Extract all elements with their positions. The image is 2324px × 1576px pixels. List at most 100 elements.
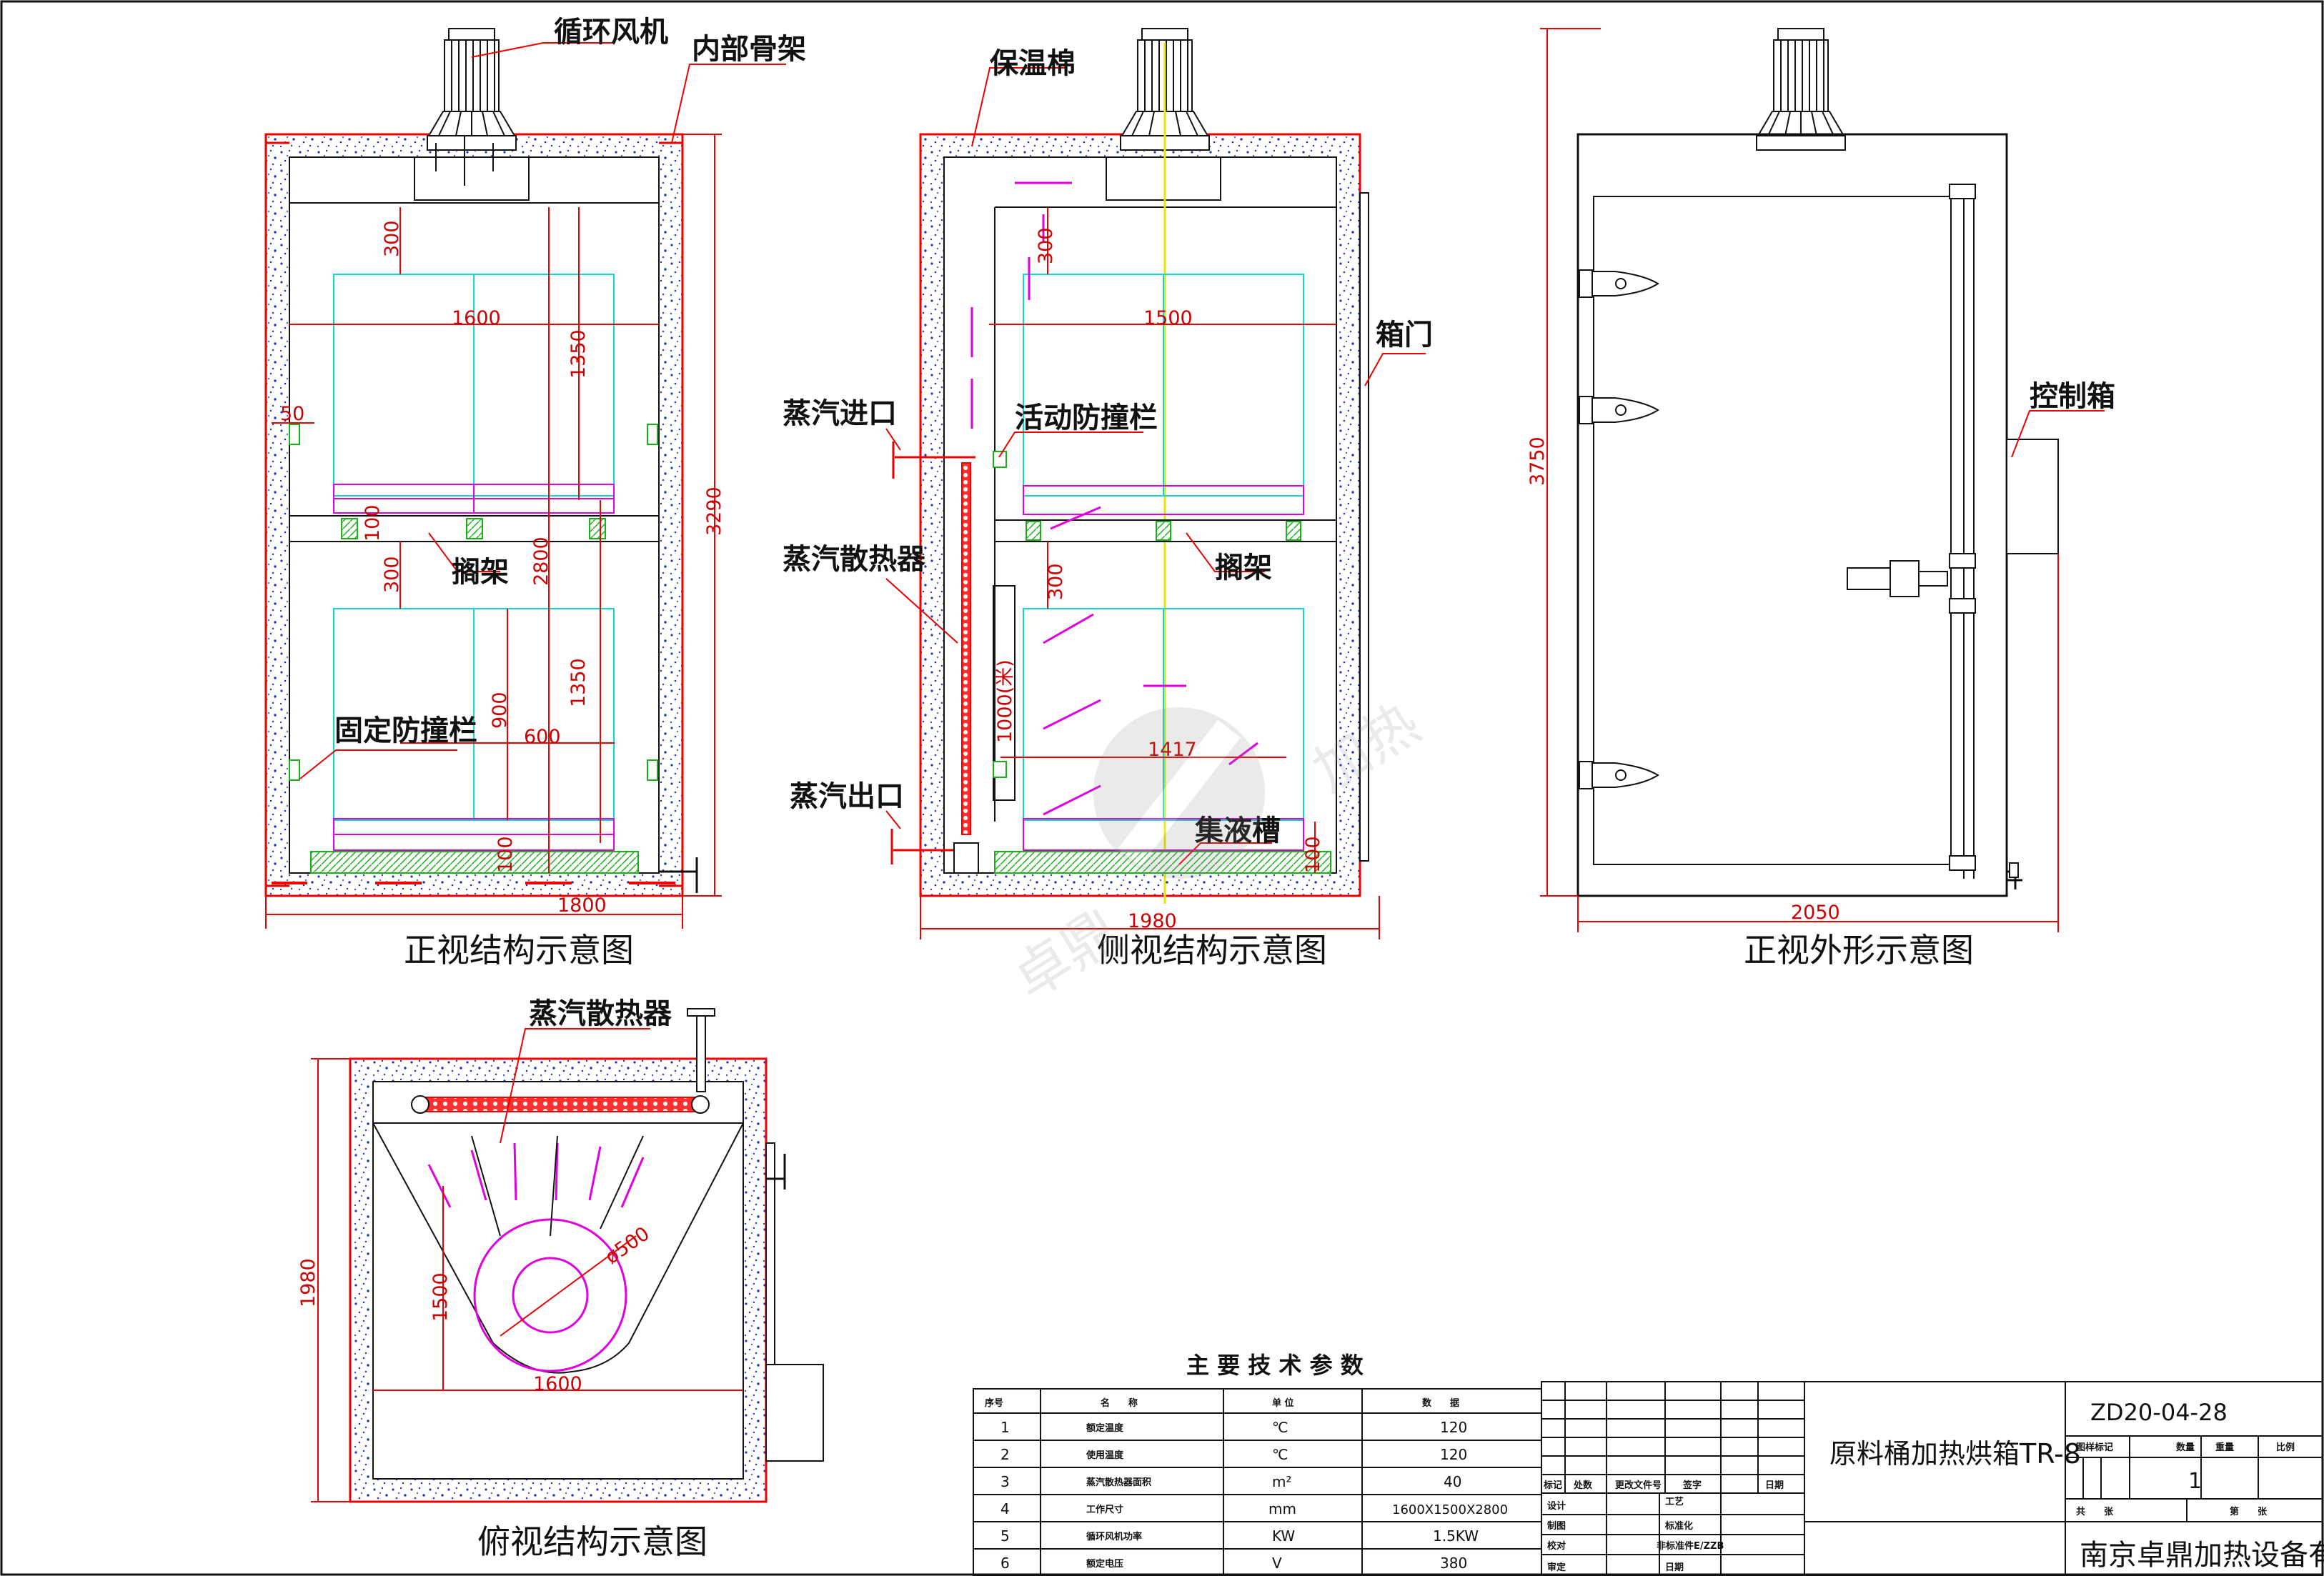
dim-front-rail: 100 [362, 504, 384, 542]
rev-header-cell: 处数 [1573, 1480, 1593, 1491]
params-cell: 循环风机功率 [1086, 1531, 1142, 1542]
label-radiator-top: 蒸汽散热器 [529, 997, 672, 1030]
params-cell: m² [1272, 1473, 1292, 1490]
watermark-text-1: 卓鼎 [1002, 898, 1131, 1012]
rev-header-cell: 更改文件号 [1615, 1480, 1662, 1491]
params-cell: 使用温度 [1086, 1450, 1124, 1461]
params-row: 1 额定温度 ℃ 120 [1000, 1419, 1467, 1436]
label-fixed-guard: 固定防撞栏 [334, 714, 477, 747]
params-table [973, 1388, 1542, 1576]
role-label: 校对 [1547, 1540, 1566, 1552]
params-cell: 工作尺寸 [1086, 1504, 1123, 1515]
params-cell: KW [1272, 1527, 1295, 1545]
params-cell: ℃ [1272, 1446, 1288, 1463]
label-steam-out: 蒸汽出口 [790, 780, 904, 813]
revision-header: 标记 处数 更改文件号 签字 日期 [1543, 1480, 1784, 1491]
front-exterior-view [1540, 28, 2105, 932]
roles-column: 设计 制图 校对 审定 工艺 标准化 日期 非标准件E/ZZB [1547, 1496, 1724, 1573]
dim-top-fan-dia: ø500 [601, 1222, 654, 1268]
side-section-view [885, 28, 1426, 939]
dim-front-width: 1800 [557, 894, 607, 917]
drawing-number: ZD20-04-28 [2090, 1399, 2228, 1426]
label-control-box: 控制箱 [2030, 380, 2115, 413]
label-insulation: 保温棉 [990, 47, 1076, 80]
hinge-middle-icon [1579, 396, 1659, 424]
params-cell: 6 [1000, 1555, 1010, 1572]
label-movable-guard: 活动防撞栏 [1015, 402, 1158, 434]
params-cell: 120 [1440, 1419, 1467, 1436]
front-section-view [264, 28, 786, 929]
dim-front-tier-a: 1350 [567, 329, 590, 379]
dim-top-depth: 1980 [297, 1258, 319, 1307]
role-label: 工艺 [1665, 1496, 1684, 1507]
params-row: 5 循环风机功率 KW 1.5KW [1000, 1527, 1479, 1545]
params-cell: 额定电压 [1086, 1558, 1123, 1570]
params-cell: 380 [1440, 1555, 1467, 1572]
stage-header-cell: 比例 [2276, 1442, 2295, 1453]
stage-header-cell: 数量 [2176, 1442, 2195, 1453]
std-code: 非标准件E/ZZB [1657, 1540, 1724, 1552]
rev-header-cell: 签字 [1682, 1480, 1702, 1491]
params-cell: 40 [1444, 1473, 1461, 1490]
dim-front-small-w: 600 [524, 726, 561, 748]
label-radiator-side: 蒸汽散热器 [783, 543, 926, 576]
dim-side-radiator: 1000(米) [994, 659, 1016, 743]
company-name: 南京卓鼎加热设备有限公司 [2080, 1539, 2324, 1572]
dim-top-inner-width: 1600 [533, 1373, 582, 1395]
params-cell: V [1272, 1555, 1282, 1572]
caption-side-section: 侧视结构示意图 [1097, 931, 1327, 969]
role-label: 标准化 [1664, 1520, 1693, 1532]
sheet-number-label: 第 张 [2230, 1506, 2268, 1517]
dim-front-total: 2800 [530, 537, 552, 586]
params-header-cell: 名 称 [1101, 1397, 1138, 1409]
params-cell: 5 [1000, 1527, 1010, 1545]
rev-header-cell: 日期 [1765, 1480, 1784, 1491]
dim-exterior-width: 2050 [1791, 902, 1840, 924]
params-header-cell: 序号 [985, 1397, 1003, 1409]
dim-front-height: 3290 [703, 487, 725, 536]
dim-side-width: 1980 [1128, 910, 1177, 932]
dim-front-inner-width: 1600 [452, 307, 501, 329]
fan-motor-icon [427, 28, 517, 151]
role-label: 日期 [1665, 1562, 1684, 1573]
quantity-value: 1 [2188, 1469, 2202, 1494]
dim-exterior-height: 3750 [1526, 437, 1549, 486]
dim-front-top: 300 [381, 220, 403, 257]
params-cell: 1.5KW [1433, 1527, 1479, 1545]
dim-front-gap: 300 [381, 556, 403, 593]
label-rack-side: 搁架 [1215, 552, 1272, 584]
label-rack-front: 搁架 [452, 556, 509, 589]
hinge-bottom-icon [1579, 761, 1659, 789]
params-header-cell: 数 据 [1422, 1397, 1459, 1409]
params-header: 序号 名 称 单 位 数 据 [985, 1397, 1459, 1409]
dim-top-inner-depth: 1500 [429, 1272, 452, 1322]
params-cell: 蒸汽散热器面积 [1086, 1477, 1151, 1488]
stage-header-cell: 重量 [2215, 1442, 2234, 1453]
label-door: 箱门 [1376, 319, 1433, 351]
dim-side-depth: 1417 [1148, 739, 1197, 761]
params-cell: 3 [1000, 1473, 1010, 1490]
params-cell: 1 [1000, 1419, 1010, 1436]
dim-side-gap: 300 [1045, 563, 1067, 600]
params-cell: 2 [1000, 1446, 1010, 1463]
rev-header-cell: 标记 [1543, 1480, 1562, 1491]
title-block [1541, 1381, 2323, 1576]
params-row: 2 使用温度 ℃ 120 [1000, 1446, 1467, 1463]
params-cell: mm [1268, 1500, 1296, 1517]
params-cell: 4 [1000, 1500, 1010, 1517]
stage-header-cell: 图样标记 [2076, 1442, 2113, 1453]
hinge-top-icon [1579, 269, 1659, 298]
label-drain: 集液槽 [1194, 814, 1281, 847]
params-header-cell: 单 位 [1272, 1397, 1294, 1409]
role-label: 审定 [1547, 1562, 1566, 1573]
fan-motor-exterior-icon [1756, 28, 1846, 151]
dim-front-bottom: 100 [495, 836, 517, 873]
label-fan: 循环风机 [554, 16, 668, 49]
dim-side-inner-width: 1500 [1143, 307, 1193, 329]
product-name: 原料桶加热烘箱TR-8 [1829, 1438, 2081, 1470]
params-row: 4 工作尺寸 mm 1600X1500X2800 [1000, 1500, 1508, 1517]
dim-front-small-h: 900 [489, 692, 511, 729]
params-cell: ℃ [1272, 1419, 1288, 1436]
